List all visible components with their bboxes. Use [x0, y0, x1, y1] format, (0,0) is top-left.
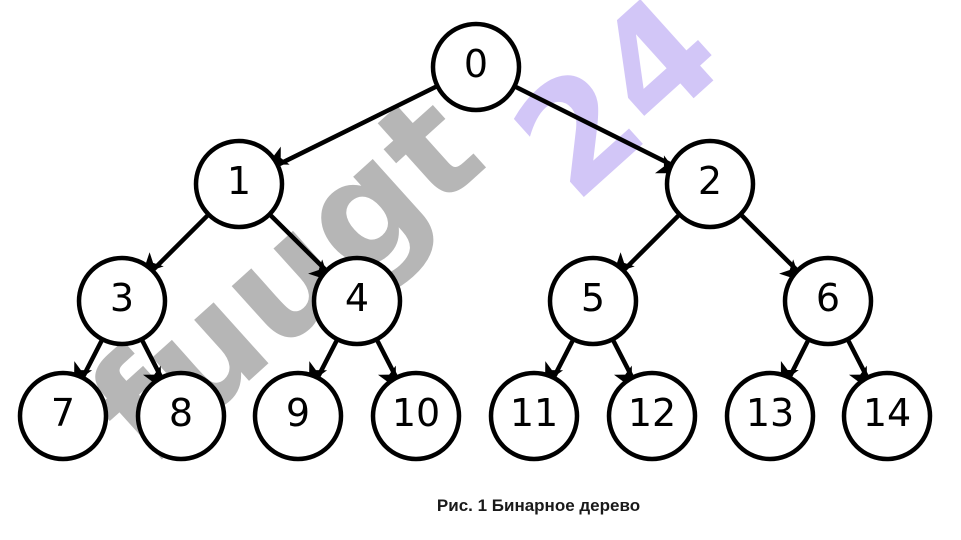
tree-edges	[74, 84, 869, 389]
tree-node-8: 8	[135, 370, 227, 462]
tree-node-3: 3	[76, 255, 168, 347]
node-label: 12	[628, 391, 676, 435]
node-circle	[664, 138, 756, 230]
tree-node-2: 2	[664, 138, 756, 230]
node-label: 10	[392, 391, 440, 435]
tree-node-0: 0	[430, 21, 522, 113]
node-circle	[252, 370, 344, 462]
node-label: 6	[816, 276, 840, 320]
node-label: 1	[227, 159, 251, 203]
node-circle	[311, 255, 403, 347]
node-circle	[135, 370, 227, 462]
tree-node-10: 10	[370, 370, 462, 462]
tree-node-7: 7	[17, 370, 109, 462]
node-label: 5	[581, 276, 605, 320]
node-label: 7	[51, 391, 75, 435]
node-circle	[547, 255, 639, 347]
node-label: 3	[110, 276, 134, 320]
edge-5-11	[545, 338, 576, 384]
node-circle	[841, 370, 933, 462]
node-label: 14	[863, 391, 911, 435]
node-label: 4	[345, 276, 369, 320]
node-label: 11	[510, 391, 558, 435]
edge-1-3	[142, 212, 211, 274]
edge-5-12	[610, 338, 634, 389]
edge-2-6	[738, 212, 801, 281]
tree-node-4: 4	[311, 255, 403, 347]
node-circle	[430, 21, 522, 113]
node-circle	[76, 255, 168, 347]
node-circle	[193, 138, 285, 230]
node-label: 13	[746, 391, 794, 435]
node-label: 2	[698, 159, 722, 203]
tree-node-5: 5	[547, 255, 639, 347]
tree-node-11: 11	[488, 370, 580, 462]
node-circle	[782, 255, 874, 347]
edge-4-9	[309, 338, 340, 384]
node-circle	[606, 370, 698, 462]
node-circle	[488, 370, 580, 462]
tree-node-1: 1	[193, 138, 285, 230]
node-circle	[17, 370, 109, 462]
edge-0-1	[267, 84, 439, 167]
edge-6-13	[780, 338, 811, 384]
edge-6-14	[845, 338, 869, 389]
tree-node-12: 12	[606, 370, 698, 462]
node-label: 9	[286, 391, 310, 435]
node-circle	[370, 370, 462, 462]
node-label: 0	[464, 42, 488, 86]
edge-0-2	[513, 84, 678, 174]
tree-node-14: 14	[841, 370, 933, 462]
edge-3-8	[139, 338, 163, 389]
edge-1-4	[267, 212, 330, 281]
tree-node-13: 13	[724, 370, 816, 462]
tree-node-6: 6	[782, 255, 874, 347]
edge-3-7	[74, 338, 105, 384]
node-label: 8	[169, 391, 193, 435]
edge-4-10	[374, 338, 398, 389]
node-circle	[724, 370, 816, 462]
tree-node-9: 9	[252, 370, 344, 462]
figure-caption: Рис. 1 Бинарное дерево	[436, 496, 641, 515]
edge-2-5	[613, 212, 682, 274]
